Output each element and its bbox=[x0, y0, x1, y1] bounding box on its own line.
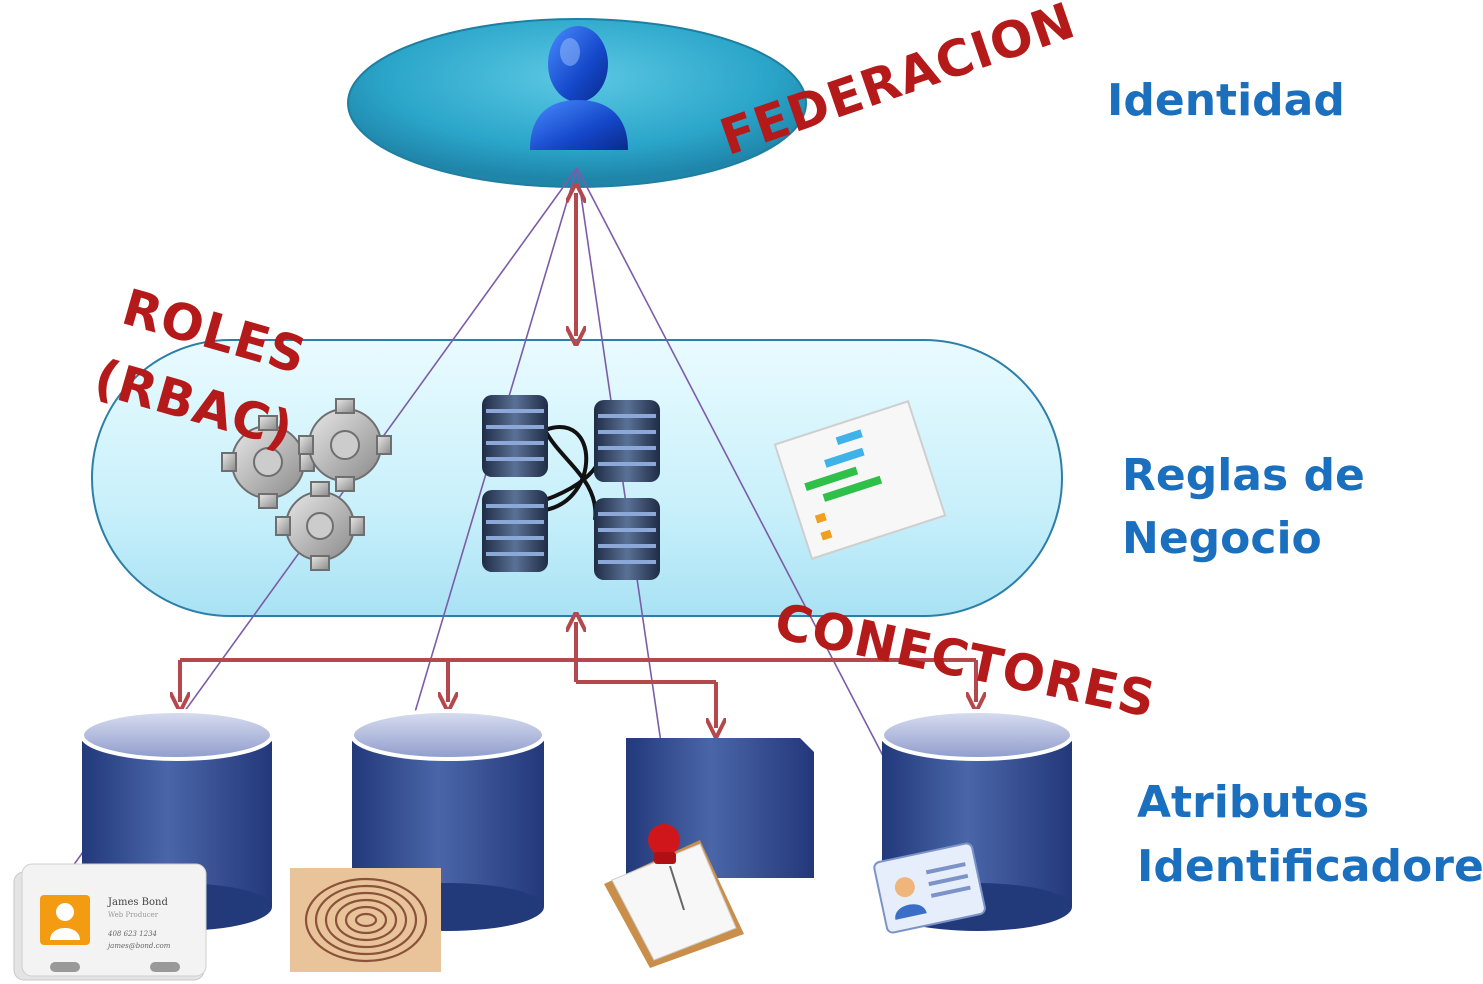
business-rules-label-line2: Negocio bbox=[1122, 513, 1322, 564]
card-email: james@bond.com bbox=[106, 942, 171, 950]
card-title: Web Producer bbox=[108, 911, 159, 919]
fingerprint-icon bbox=[290, 868, 441, 972]
server-cluster-icon bbox=[482, 395, 660, 580]
attributes-label-line1: Atributos bbox=[1137, 777, 1370, 828]
connector-arrows bbox=[180, 622, 976, 728]
user-icon bbox=[530, 26, 628, 150]
pushpin-note-icon bbox=[604, 824, 744, 968]
card-name: James Bond bbox=[107, 897, 168, 908]
contact-card-icon: James Bond Web Producer 408 623 1234 jam… bbox=[13, 863, 207, 981]
business-rules-label-line1: Reglas de bbox=[1122, 450, 1365, 501]
identity-label: Identidad bbox=[1107, 75, 1345, 126]
card-phone: 408 623 1234 bbox=[107, 930, 157, 938]
attributes-label-line2: Identificadores bbox=[1137, 841, 1483, 892]
id-badge-icon bbox=[873, 842, 986, 934]
gears-icon bbox=[221, 398, 392, 571]
document-icon bbox=[773, 400, 947, 560]
